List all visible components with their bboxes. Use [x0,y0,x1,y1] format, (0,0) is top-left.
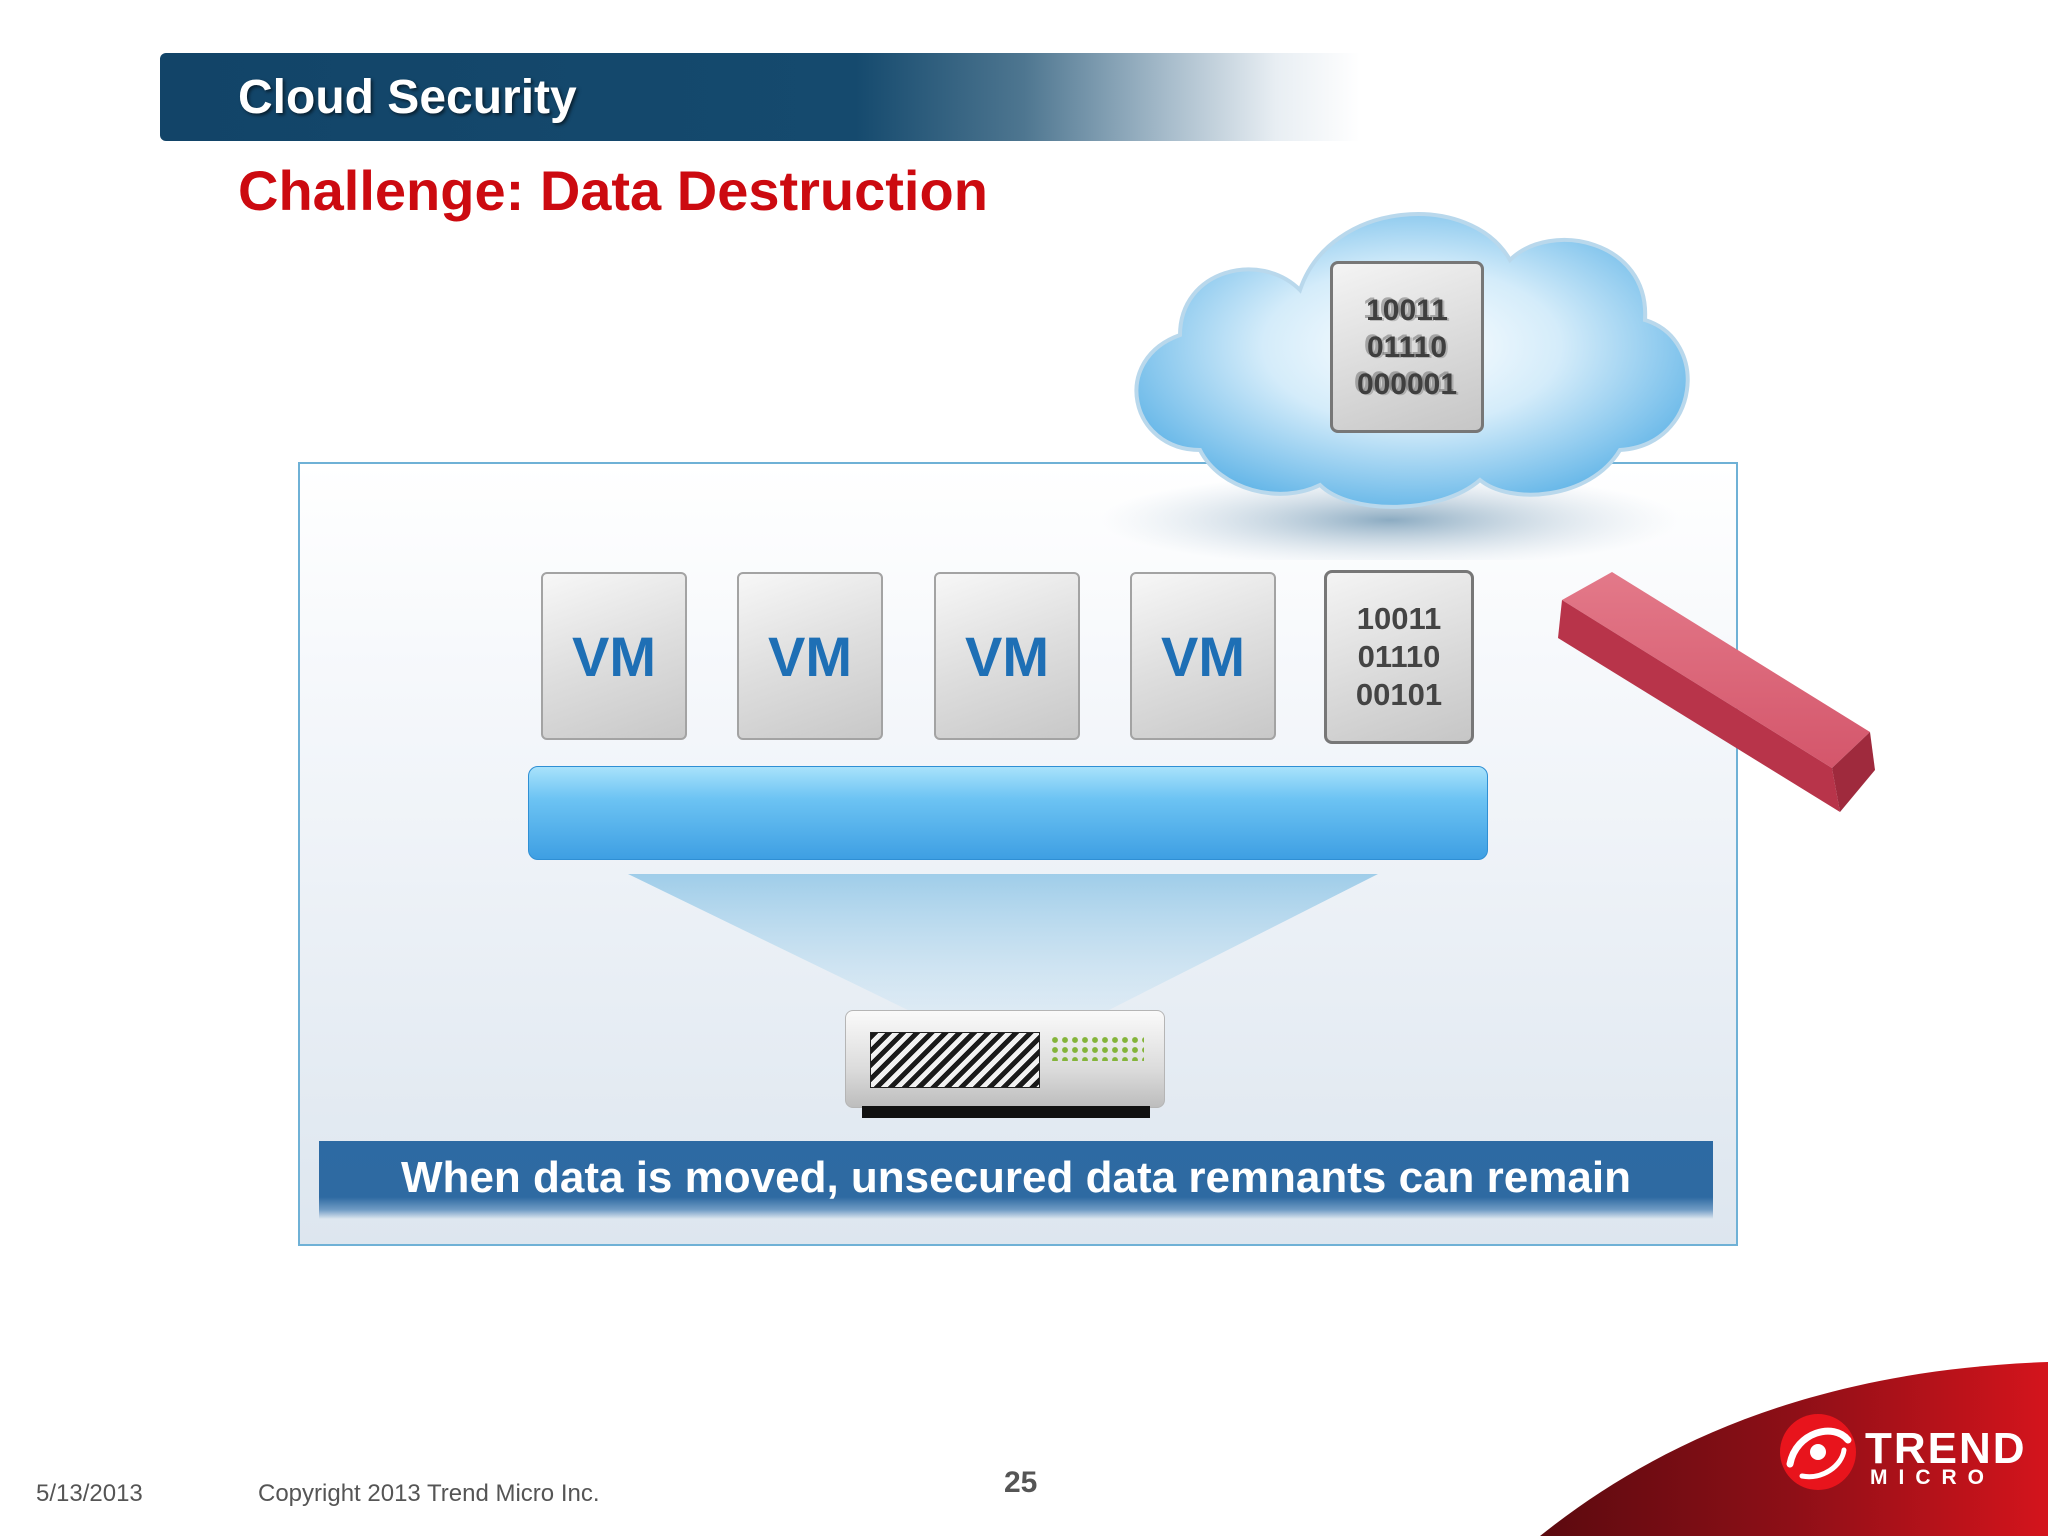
logo-wordmark: TREND [1865,1424,2027,1473]
vm-box: VM [1130,572,1276,740]
vm-box: VM [934,572,1080,740]
footer-date: 5/13/2013 [36,1480,143,1507]
logo-wordmark-sub: MICRO [1870,1466,1995,1489]
cloud-data-line: 01110 [1366,330,1448,364]
header-bar [160,53,1360,141]
footer-copyright: Copyright 2013 Trend Micro Inc. [258,1480,600,1507]
data-line: 01110 [1357,639,1441,674]
cloud-data-line: 10011 [1366,293,1448,327]
caption-bar [319,1141,1713,1219]
cloud-data-line: 000001 [1356,367,1458,401]
vm-box: VM [737,572,883,740]
server-lights [1050,1035,1144,1061]
data-line: 10011 [1356,601,1442,636]
section-title: Cloud Security [238,71,577,124]
slide-title: Challenge: Data Destruction [238,159,988,222]
data-line: 00101 [1355,677,1443,712]
trend-micro-logo-icon [1780,1414,1856,1490]
server-vent [870,1032,1040,1088]
caption-text: When data is moved, unsecured data remna… [401,1153,1631,1202]
vm-box: VM [541,572,687,740]
hypervisor-bar [528,766,1488,860]
cloud-data-remnant: 10011 01110 000001 [1330,261,1484,433]
page-number: 25 [1004,1466,1038,1499]
eraser-icon [1558,572,1875,812]
data-block: 10011 01110 00101 [1324,570,1474,744]
server-base [862,1106,1150,1118]
